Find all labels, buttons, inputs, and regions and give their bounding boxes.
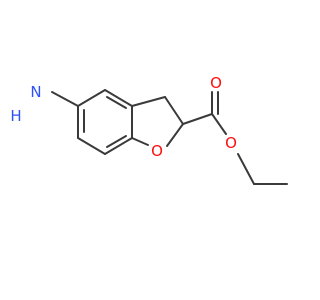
bond-c3-c2 <box>164 96 184 125</box>
bond-ar-4 <box>77 137 106 155</box>
ring-oxygen-label: O <box>151 142 163 160</box>
bond-oester-ch2 <box>237 153 255 185</box>
bond-o1-c7a <box>131 137 149 146</box>
bond-ar-6 <box>77 89 106 107</box>
bond-c3a-c3 <box>131 96 166 107</box>
bond-ar-inner-2 <box>106 135 127 148</box>
bond-c-n <box>51 91 79 107</box>
structure-canvas: N H O O O <box>10 74 288 185</box>
amine-hydrogen-label: H <box>10 107 21 125</box>
bond-ar-1 <box>104 89 133 107</box>
amine-nitrogen-label: N <box>30 83 41 101</box>
molecule-diagram: N H O O O <box>10 74 288 185</box>
bond-c2-carbonyl <box>182 113 213 125</box>
bond-c2-o1 <box>166 123 184 147</box>
ester-oxygen-label: O <box>225 134 237 152</box>
carbonyl-oxygen-label: O <box>210 74 222 92</box>
bond-ar-3 <box>104 137 133 155</box>
bonds <box>51 89 288 185</box>
bond-c-oester <box>211 113 227 135</box>
bond-ar-inner-1 <box>106 96 127 109</box>
